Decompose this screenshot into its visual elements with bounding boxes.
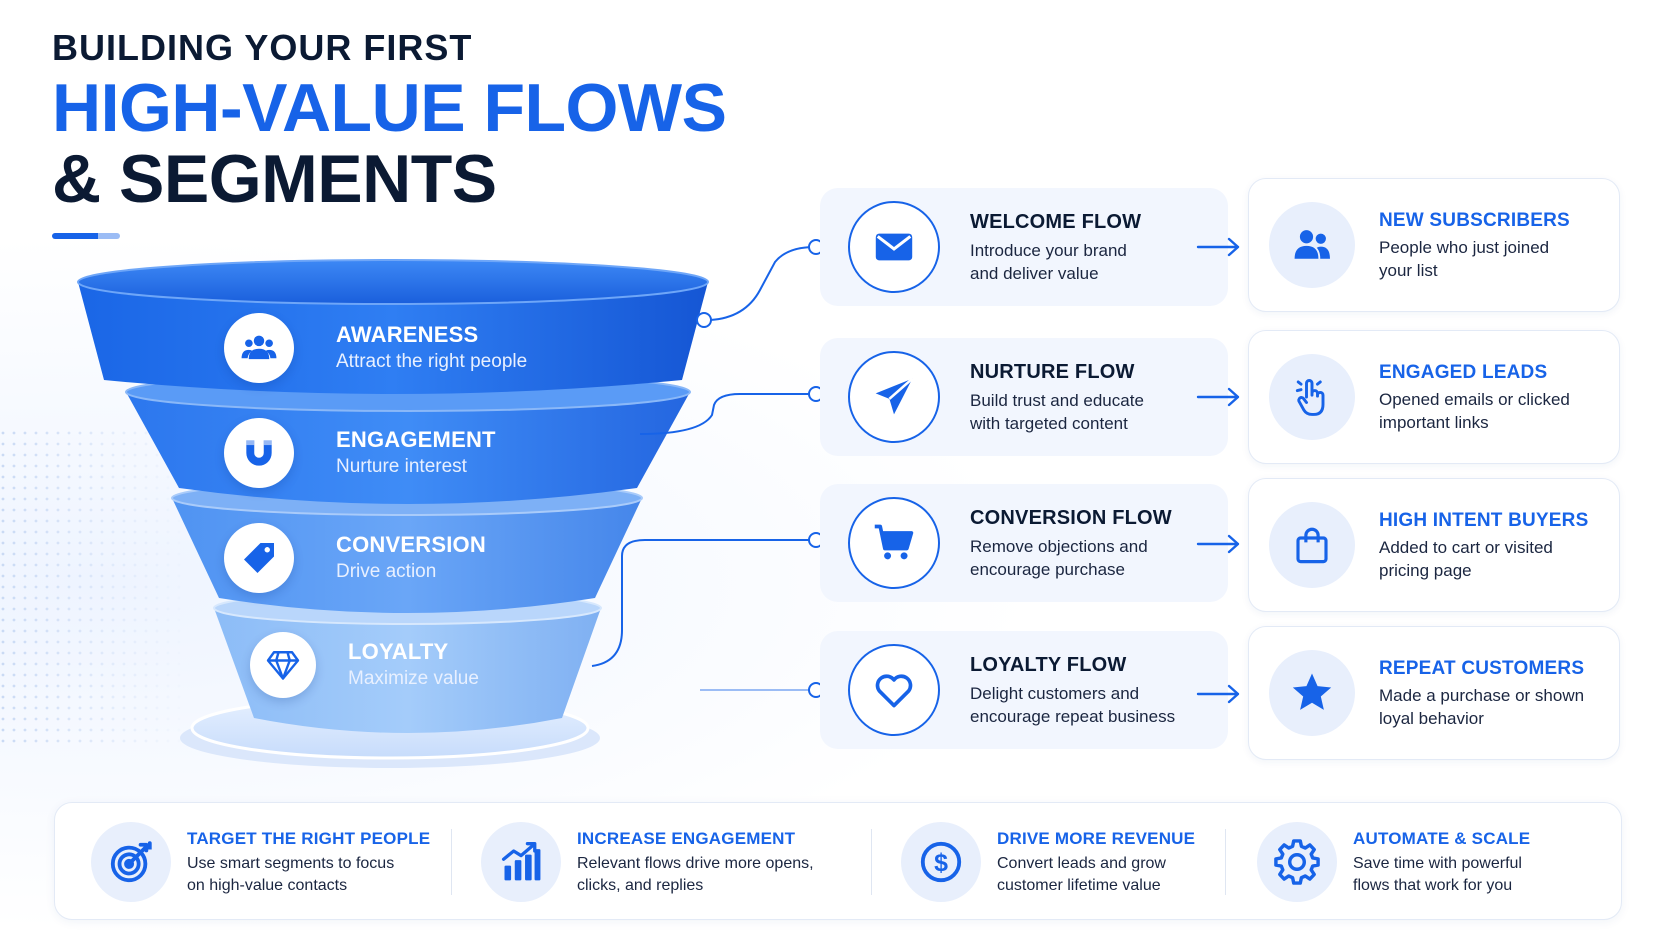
- benefit-desc-engagement: Relevant flows drive more opens,clicks, …: [577, 854, 814, 894]
- arrow-right-icon: [1196, 237, 1240, 257]
- benefit-revenue: $ DRIVE MORE REVENUE Convert leads and g…: [901, 803, 1195, 921]
- funnel-rim-awareness: [77, 259, 709, 305]
- flow-title-conversion: CONVERSION FLOW: [970, 507, 1172, 529]
- users-icon: [224, 313, 294, 383]
- cart-icon: [848, 497, 940, 589]
- benefit-automate: AUTOMATE & SCALE Save time with powerful…: [1257, 803, 1530, 921]
- arrow-right-icon: [1196, 534, 1240, 554]
- segment-title-repeat-customers: REPEAT CUSTOMERS: [1379, 658, 1585, 679]
- shopping-bag-icon: [1269, 502, 1355, 588]
- pointer-hand-icon: [1269, 354, 1355, 440]
- stage-name-engagement: ENGAGEMENT: [336, 427, 496, 452]
- stage-name-awareness: AWARENESS: [336, 322, 479, 347]
- mail-icon: [848, 201, 940, 293]
- svg-text:$: $: [934, 849, 948, 877]
- benefit-title-engagement: INCREASE ENGAGEMENT: [577, 828, 796, 848]
- user-group-icon: [1269, 202, 1355, 288]
- benefit-engagement: INCREASE ENGAGEMENT Relevant flows drive…: [481, 803, 814, 921]
- dollar-icon: $: [901, 822, 981, 902]
- title-line-3: & SEGMENTS: [52, 141, 497, 217]
- funnel-layer-loyalty: [214, 608, 601, 733]
- heart-icon: [848, 644, 940, 736]
- flow-title-nurture: NURTURE FLOW: [970, 361, 1135, 383]
- stage-awareness: AWARENESS Attract the right people: [224, 313, 527, 383]
- stage-desc-loyalty: Maximize value: [348, 668, 479, 689]
- growth-chart-icon: [481, 822, 561, 902]
- diamond-icon: [250, 632, 316, 698]
- stage-desc-conversion: Drive action: [336, 561, 437, 582]
- title-line-2: HIGH-VALUE FLOWS: [52, 70, 727, 146]
- gear-icon: [1257, 822, 1337, 902]
- paper-plane-icon: [848, 351, 940, 443]
- benefit-title-automate: AUTOMATE & SCALE: [1353, 828, 1531, 848]
- segment-title-new-subscribers: NEW SUBSCRIBERS: [1379, 210, 1570, 231]
- target-icon: [91, 822, 171, 902]
- stage-conversion: CONVERSION Drive action: [224, 523, 486, 593]
- dot-pattern-decoration: [0, 430, 190, 750]
- arrow-right-icon: [1196, 387, 1240, 407]
- benefit-divider: [871, 829, 872, 895]
- flow-title-welcome: WELCOME FLOW: [970, 211, 1142, 233]
- benefit-title-target: TARGET THE RIGHT PEOPLE: [187, 828, 431, 848]
- segment-title-engaged-leads: ENGAGED LEADS: [1379, 362, 1548, 383]
- stage-desc-awareness: Attract the right people: [336, 351, 528, 372]
- segment-card-high-intent-buyers[interactable]: HIGH INTENT BUYERS Added to cart or visi…: [1248, 478, 1620, 612]
- stage-loyalty: LOYALTY Maximize value: [250, 632, 479, 698]
- arrow-right-icon: [1196, 684, 1240, 704]
- title-line-1: BUILDING YOUR FIRST: [52, 27, 473, 68]
- segment-card-repeat-customers[interactable]: REPEAT CUSTOMERS Made a purchase or show…: [1248, 626, 1620, 760]
- benefit-title-revenue: DRIVE MORE REVENUE: [997, 828, 1196, 848]
- stage-name-loyalty: LOYALTY: [348, 639, 449, 664]
- benefit-divider: [451, 829, 452, 895]
- funnel-layer-conversion: [172, 498, 642, 613]
- segment-title-high-intent-buyers: HIGH INTENT BUYERS: [1379, 510, 1589, 531]
- title-underline-accent: [52, 233, 120, 239]
- benefit-divider: [1225, 829, 1226, 895]
- benefit-target: TARGET THE RIGHT PEOPLE Use smart segmen…: [91, 803, 430, 921]
- magnet-icon: [224, 418, 294, 488]
- stage-engagement: ENGAGEMENT Nurture interest: [224, 418, 496, 488]
- tag-icon: [224, 523, 294, 593]
- benefits-bar: TARGET THE RIGHT PEOPLE Use smart segmen…: [54, 802, 1622, 920]
- flow-title-loyalty: LOYALTY FLOW: [970, 654, 1127, 676]
- star-icon: [1269, 650, 1355, 736]
- stage-name-conversion: CONVERSION: [336, 532, 486, 557]
- title-block: BUILDING YOUR FIRST HIGH-VALUE FLOWS & S…: [52, 27, 727, 217]
- stage-desc-engagement: Nurture interest: [336, 456, 467, 477]
